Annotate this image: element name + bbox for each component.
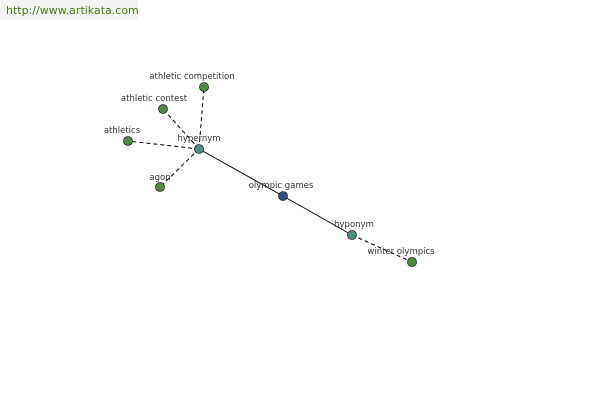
edge-center-hyponym	[282, 195, 353, 236]
node-hypernym[interactable]	[194, 144, 204, 154]
label-athletic-contest[interactable]: athletic contest	[121, 94, 188, 104]
edge-hyponym-winter-olympics	[351, 234, 413, 263]
edge-hypernym-agon	[159, 148, 200, 188]
node-winter-olympics[interactable]	[407, 257, 417, 267]
node-athletic-contest[interactable]	[158, 104, 168, 114]
label-winter-olympics[interactable]: winter olympics	[367, 247, 435, 257]
edge-center-hypernym	[198, 148, 284, 197]
label-olympic-games[interactable]: olympic games	[249, 181, 314, 191]
node-athletics[interactable]	[123, 136, 133, 146]
edge-hypernym-athletics	[127, 140, 200, 150]
node-agon[interactable]	[155, 182, 165, 192]
graph-nodes	[123, 82, 417, 267]
label-athletic-competition[interactable]: athletic competition	[149, 72, 234, 82]
label-athletics[interactable]: athletics	[104, 126, 141, 136]
label-hyponym[interactable]: hyponym	[334, 220, 374, 230]
graph-edges	[127, 86, 413, 263]
node-hyponym[interactable]	[347, 230, 357, 240]
edge-hypernym-athletic-contest	[162, 108, 200, 150]
node-athletic-competition[interactable]	[199, 82, 209, 92]
site-url-link[interactable]: http://www.artikata.com	[6, 3, 139, 17]
label-hypernym[interactable]: hypernym	[177, 134, 220, 144]
node-olympic-games[interactable]	[278, 191, 288, 201]
site-banner: http://www.artikata.com	[0, 0, 139, 20]
edge-hypernym-athletic-competition	[198, 86, 205, 150]
graph-labels: olympic games hypernym hyponym athletic com…	[104, 72, 435, 257]
label-agon[interactable]: agon	[149, 173, 170, 183]
